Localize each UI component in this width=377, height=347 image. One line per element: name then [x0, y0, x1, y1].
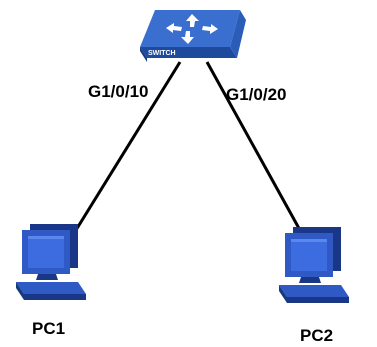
switch-icon: SWITCH	[140, 10, 246, 62]
port-label-g1-0-10: G1/0/10	[88, 82, 149, 101]
link-switch-pc2	[205, 61, 303, 233]
link-switch-pc1	[74, 61, 182, 231]
computer-icon	[16, 224, 86, 300]
pc2-label: PC2	[300, 326, 333, 345]
port-label-g1-0-20: G1/0/20	[226, 85, 287, 104]
switch-label: SWITCH	[148, 50, 176, 57]
computer-icon	[279, 227, 349, 303]
pc1-label: PC1	[32, 319, 65, 338]
